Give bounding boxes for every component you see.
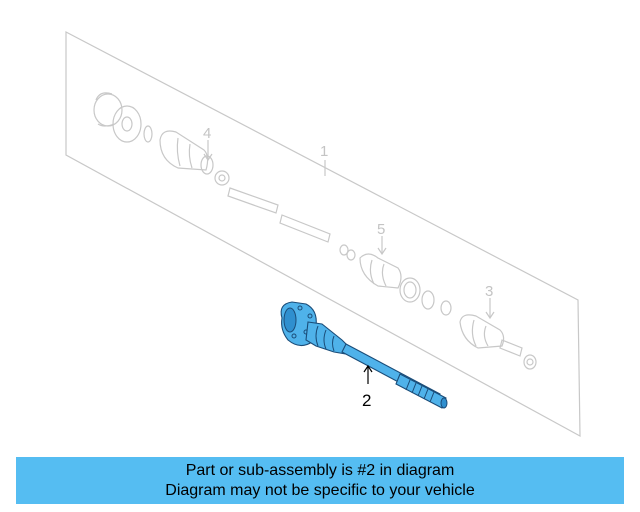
parts-diagram: 1 4 5 3 2 [65, 31, 581, 438]
highlighted-axle-shaft[interactable] [280, 301, 448, 409]
callout-2-leader [363, 364, 373, 384]
ghost-shaft-group [227, 187, 331, 243]
ghost-outer-joint-group [459, 314, 537, 370]
callout-3-label: 3 [485, 283, 493, 300]
ghost-inner-joint-group [93, 92, 230, 186]
callout-2-label: 2 [362, 391, 371, 410]
ghost-leaders [203, 140, 495, 320]
banner-line-2: Diagram may not be specific to your vehi… [165, 482, 475, 499]
callout-1-label: 1 [320, 143, 328, 160]
callout-4-label: 4 [203, 125, 211, 142]
callout-5-label: 5 [377, 221, 385, 238]
ghost-boot-group [339, 244, 452, 316]
banner-line-1: Part or sub-assembly is #2 in diagram [185, 462, 455, 479]
assembly-panel [65, 31, 581, 438]
info-banner: Part or sub-assembly is #2 in diagram Di… [16, 457, 624, 504]
